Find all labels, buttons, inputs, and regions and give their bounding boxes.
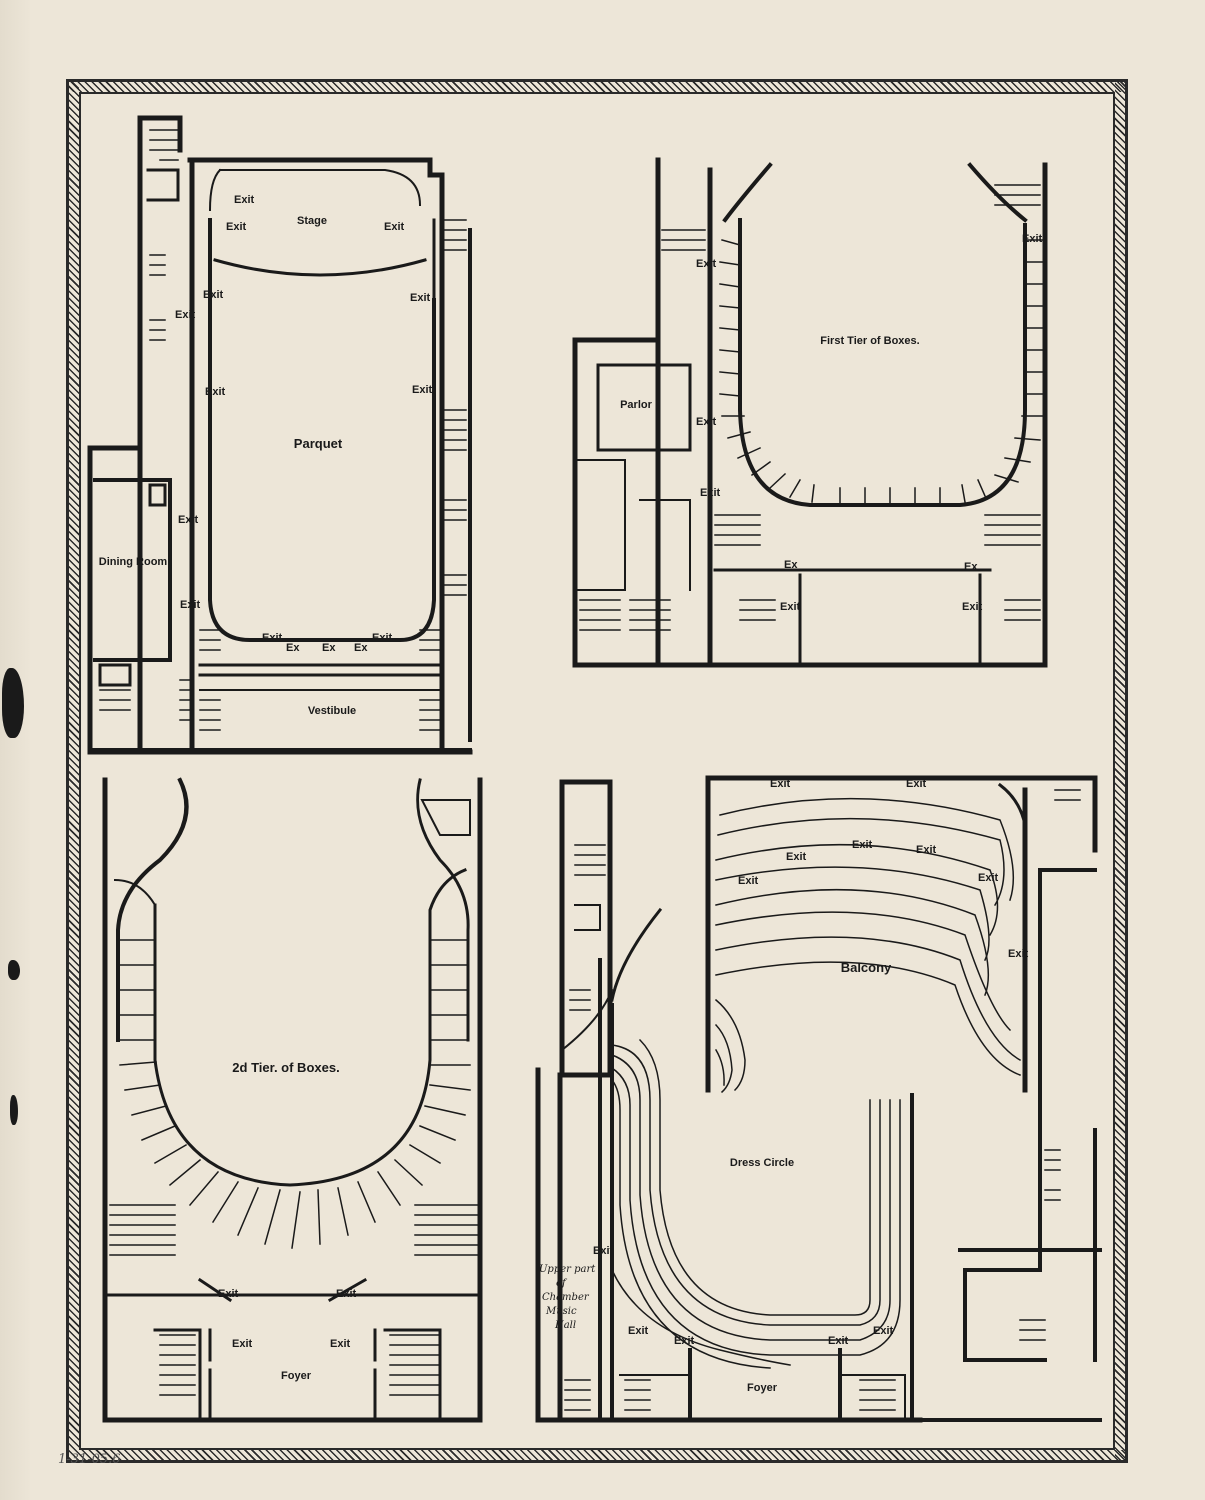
second-tier-plan	[102, 777, 483, 1423]
svg-text:Exit: Exit	[234, 194, 255, 206]
page-border	[66, 79, 1128, 1463]
svg-text:Exit: Exit	[852, 839, 873, 851]
svg-text:Exit: Exit	[873, 1325, 894, 1337]
svg-text:Exit: Exit	[738, 875, 759, 887]
parquet-exit-labels: Exit Exit Exit Exit Exit Exit Exit Exit …	[175, 194, 433, 654]
plan-labels: Parquet Stage Vestibule Dining Room Exit…	[99, 194, 1043, 1394]
second-tier-title: 2d Tier. of Boxes.	[232, 1060, 339, 1075]
svg-text:Exit: Exit	[770, 778, 791, 790]
svg-text:Exit: Exit	[178, 514, 199, 526]
balcony-exit-labels: Exit Exit Exit Exit Exit Exit Exit Exit …	[593, 778, 1029, 1347]
second-tier-exit-labels: Exit Exit Exit Exit	[218, 1288, 357, 1350]
svg-text:Hall: Hall	[554, 1320, 576, 1331]
dress-circle-seat-rows	[610, 1038, 901, 1369]
svg-text:of: of	[556, 1278, 568, 1289]
svg-text:Exit: Exit	[696, 258, 717, 270]
svg-text:Ex: Ex	[286, 642, 300, 654]
second-tier-box-partitions	[109, 939, 479, 1396]
svg-text:Exit: Exit	[205, 386, 226, 398]
binding-hole	[4, 700, 18, 722]
svg-text:Exit: Exit	[962, 601, 983, 613]
svg-text:Exit: Exit	[232, 1338, 253, 1350]
svg-text:Exit: Exit	[674, 1335, 695, 1347]
second-tier-foyer-label: Foyer	[281, 1370, 312, 1382]
balcony-plan	[535, 775, 1102, 1423]
svg-text:Exit: Exit	[330, 1338, 351, 1350]
parlor-label: Parlor	[620, 399, 653, 411]
page-border-hatch	[66, 79, 1128, 92]
page-border-inner	[79, 92, 1115, 1450]
stage-label: Stage	[297, 215, 327, 227]
svg-text:Exit: Exit	[696, 416, 717, 428]
catalog-number: 1-31-05.6	[58, 1452, 121, 1467]
balcony-seat-rows	[714, 797, 1022, 1094]
svg-text:Upper part: Upper part	[539, 1264, 596, 1275]
svg-text:Exit: Exit	[180, 599, 201, 611]
first-tier-exit-labels: Exit Exit Exit Exit Exit Exit Ex Ex	[696, 233, 1043, 613]
svg-text:Exit: Exit	[175, 309, 196, 321]
first-tier-plan	[572, 157, 1048, 668]
svg-text:Ex: Ex	[354, 642, 368, 654]
svg-text:Exit: Exit	[203, 289, 224, 301]
svg-text:Ex: Ex	[322, 642, 336, 654]
binding-hole	[10, 1095, 18, 1125]
svg-text:Exit: Exit	[412, 384, 433, 396]
svg-text:Exit: Exit	[218, 1288, 239, 1300]
svg-text:Exit: Exit	[262, 632, 283, 644]
parquet-stairs	[99, 129, 467, 731]
first-tier-title: First Tier of Boxes.	[820, 335, 919, 347]
svg-text:Ex: Ex	[964, 561, 978, 573]
dress-circle-label: Dress Circle	[730, 1157, 794, 1169]
svg-text:Exit: Exit	[593, 1245, 614, 1257]
svg-text:Exit: Exit	[1008, 948, 1029, 960]
svg-text:Exit: Exit	[786, 851, 807, 863]
svg-text:Exit: Exit	[780, 601, 801, 613]
binding-edge	[0, 0, 30, 1500]
chamber-music-note: Upper part of Chamber Music Hall	[539, 1264, 596, 1331]
svg-text:Exit: Exit	[906, 778, 927, 790]
svg-text:Exit: Exit	[336, 1288, 357, 1300]
svg-text:Exit: Exit	[1022, 233, 1043, 245]
parquet-title: Parquet	[294, 436, 343, 451]
dining-room-label: Dining Room	[99, 556, 168, 568]
balcony-title: Balcony	[841, 960, 892, 975]
svg-text:Ex: Ex	[784, 559, 798, 571]
parquet-plan	[87, 115, 473, 755]
page-border-hatch	[66, 1450, 1128, 1463]
svg-text:Exit: Exit	[828, 1335, 849, 1347]
svg-text:Exit: Exit	[372, 632, 393, 644]
balcony-stairs	[564, 789, 1081, 1411]
page-border-hatch	[1115, 79, 1128, 1463]
binding-hole	[8, 960, 20, 980]
svg-text:Exit: Exit	[628, 1325, 649, 1337]
svg-text:Exit: Exit	[978, 872, 999, 884]
balcony-foyer-label: Foyer	[747, 1382, 778, 1394]
first-tier-stairs	[579, 184, 1041, 631]
first-tier-box-partitions	[719, 239, 1046, 506]
svg-text:Exit: Exit	[384, 221, 405, 233]
vestibule-label: Vestibule	[308, 705, 356, 717]
svg-text:Exit: Exit	[226, 221, 247, 233]
page-border-hatch	[66, 79, 79, 1463]
svg-text:Exit: Exit	[700, 487, 721, 499]
svg-text:Exit: Exit	[916, 844, 937, 856]
svg-text:Exit: Exit	[410, 292, 431, 304]
svg-text:Music: Music	[545, 1306, 577, 1317]
svg-text:Chamber: Chamber	[542, 1292, 590, 1303]
